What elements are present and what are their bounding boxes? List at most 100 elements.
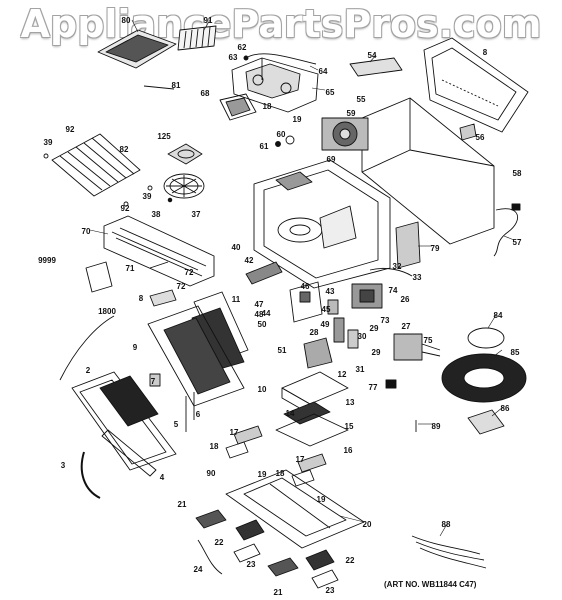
callout-18: 18 — [276, 469, 285, 478]
art-number: (ART NO. WB11844 C47) — [384, 580, 477, 589]
callout-27: 27 — [402, 322, 411, 331]
callout-44: 44 — [262, 309, 271, 318]
callout-39: 39 — [143, 192, 152, 201]
callout-32: 32 — [393, 262, 402, 271]
callout-22: 22 — [215, 538, 224, 547]
callout-79: 79 — [431, 244, 440, 253]
part-22-cover-left — [235, 519, 265, 541]
callout-86: 86 — [501, 404, 510, 413]
callout-85: 85 — [511, 348, 520, 357]
callout-60: 60 — [277, 130, 286, 139]
callout-33: 33 — [413, 273, 422, 282]
part-37-roller-ring — [163, 173, 205, 199]
part-30-switch — [347, 329, 359, 349]
callout-68: 68 — [201, 89, 210, 98]
callout-65: 65 — [326, 88, 335, 97]
callout-4: 4 — [160, 473, 165, 482]
part-74-magnetron — [351, 283, 383, 309]
callout-47: 47 — [255, 300, 264, 309]
callout-72: 72 — [185, 268, 194, 277]
callout-91: 91 — [204, 16, 213, 25]
callout-30: 30 — [358, 332, 367, 341]
part-9999-manual — [85, 261, 113, 293]
part-88-wire-harness — [411, 535, 487, 569]
part-65-vent-assembly — [231, 57, 319, 113]
callout-9: 9 — [133, 343, 138, 352]
callout-56: 56 — [476, 133, 485, 142]
callout-75: 75 — [424, 336, 433, 345]
callout-28: 28 — [310, 328, 319, 337]
part-14-filter — [283, 401, 331, 425]
callout-77: 77 — [369, 383, 378, 392]
callout-82: 82 — [120, 145, 129, 154]
callout-81: 81 — [172, 81, 181, 90]
part-33-cable — [369, 267, 413, 277]
callout-72: 72 — [177, 282, 186, 291]
callout-46: 46 — [301, 282, 310, 291]
part-54-strip — [349, 57, 403, 77]
callout-92: 92 — [121, 204, 130, 213]
callout-21: 21 — [274, 588, 283, 597]
callout-8: 8 — [139, 294, 144, 303]
callout-125: 125 — [157, 132, 171, 141]
callout-63: 63 — [229, 53, 238, 62]
callout-3: 3 — [61, 461, 66, 470]
part-64-cable — [245, 53, 317, 65]
callout-31: 31 — [356, 365, 365, 374]
callout-69: 69 — [327, 155, 336, 164]
callout-11: 11 — [232, 295, 241, 304]
callout-17: 17 — [296, 455, 305, 464]
callout-26: 26 — [401, 295, 410, 304]
callout-23: 23 — [326, 586, 335, 595]
callout-1800: 1800 — [98, 307, 116, 316]
part-23-light-cover-right — [311, 569, 339, 589]
callout-84: 84 — [494, 311, 503, 320]
callout-37: 37 — [192, 210, 201, 219]
callout-88: 88 — [442, 520, 451, 529]
part-75-transformer — [393, 333, 441, 361]
callout-19: 19 — [293, 115, 302, 124]
part-91-charcoal-filter — [177, 25, 217, 51]
part-45-switch — [327, 299, 339, 315]
callout-39: 39 — [44, 138, 53, 147]
part-1800-door-assembly-outline — [59, 315, 115, 381]
part-22-cover-right — [305, 549, 335, 571]
part-43-interlock-bracket — [289, 281, 323, 323]
part-79-control-board — [395, 221, 421, 269]
callout-59: 59 — [347, 109, 356, 118]
part-80-grease-filter — [97, 29, 177, 69]
callout-29: 29 — [372, 348, 381, 357]
callout-58: 58 — [513, 169, 522, 178]
callout-23: 23 — [247, 560, 256, 569]
part-59-fan-motor — [321, 117, 369, 151]
part-58-outer-case — [361, 97, 495, 245]
part-68-damper — [219, 93, 257, 121]
callout-7: 7 — [151, 377, 156, 386]
callout-6: 6 — [196, 410, 201, 419]
part-21-filter-rear — [267, 557, 299, 577]
callout-48: 48 — [255, 310, 264, 319]
callout-55: 55 — [357, 95, 366, 104]
callout-50: 50 — [258, 320, 267, 329]
callout-14: 14 — [286, 409, 295, 418]
part-60-bushing — [285, 135, 295, 145]
callout-18: 18 — [210, 442, 219, 451]
part-12-assembly — [303, 337, 333, 369]
part-21-filter-front — [195, 509, 227, 529]
callout-62: 62 — [238, 43, 247, 52]
part-56-bracket — [459, 123, 477, 141]
callout-19: 19 — [258, 470, 267, 479]
callout-16: 16 — [344, 446, 353, 455]
callout-90: 90 — [207, 469, 216, 478]
callout-73: 73 — [381, 316, 390, 325]
part-24-wire — [197, 539, 223, 575]
callout-40: 40 — [232, 243, 241, 252]
callout-64: 64 — [319, 67, 328, 76]
callout-2: 2 — [86, 366, 91, 375]
part-8-mounting-plate — [423, 37, 529, 133]
part-70-vent-grille — [103, 215, 215, 287]
callout-74: 74 — [389, 286, 398, 295]
callout-89: 89 — [432, 422, 441, 431]
part-84-roller-ring — [467, 327, 505, 349]
